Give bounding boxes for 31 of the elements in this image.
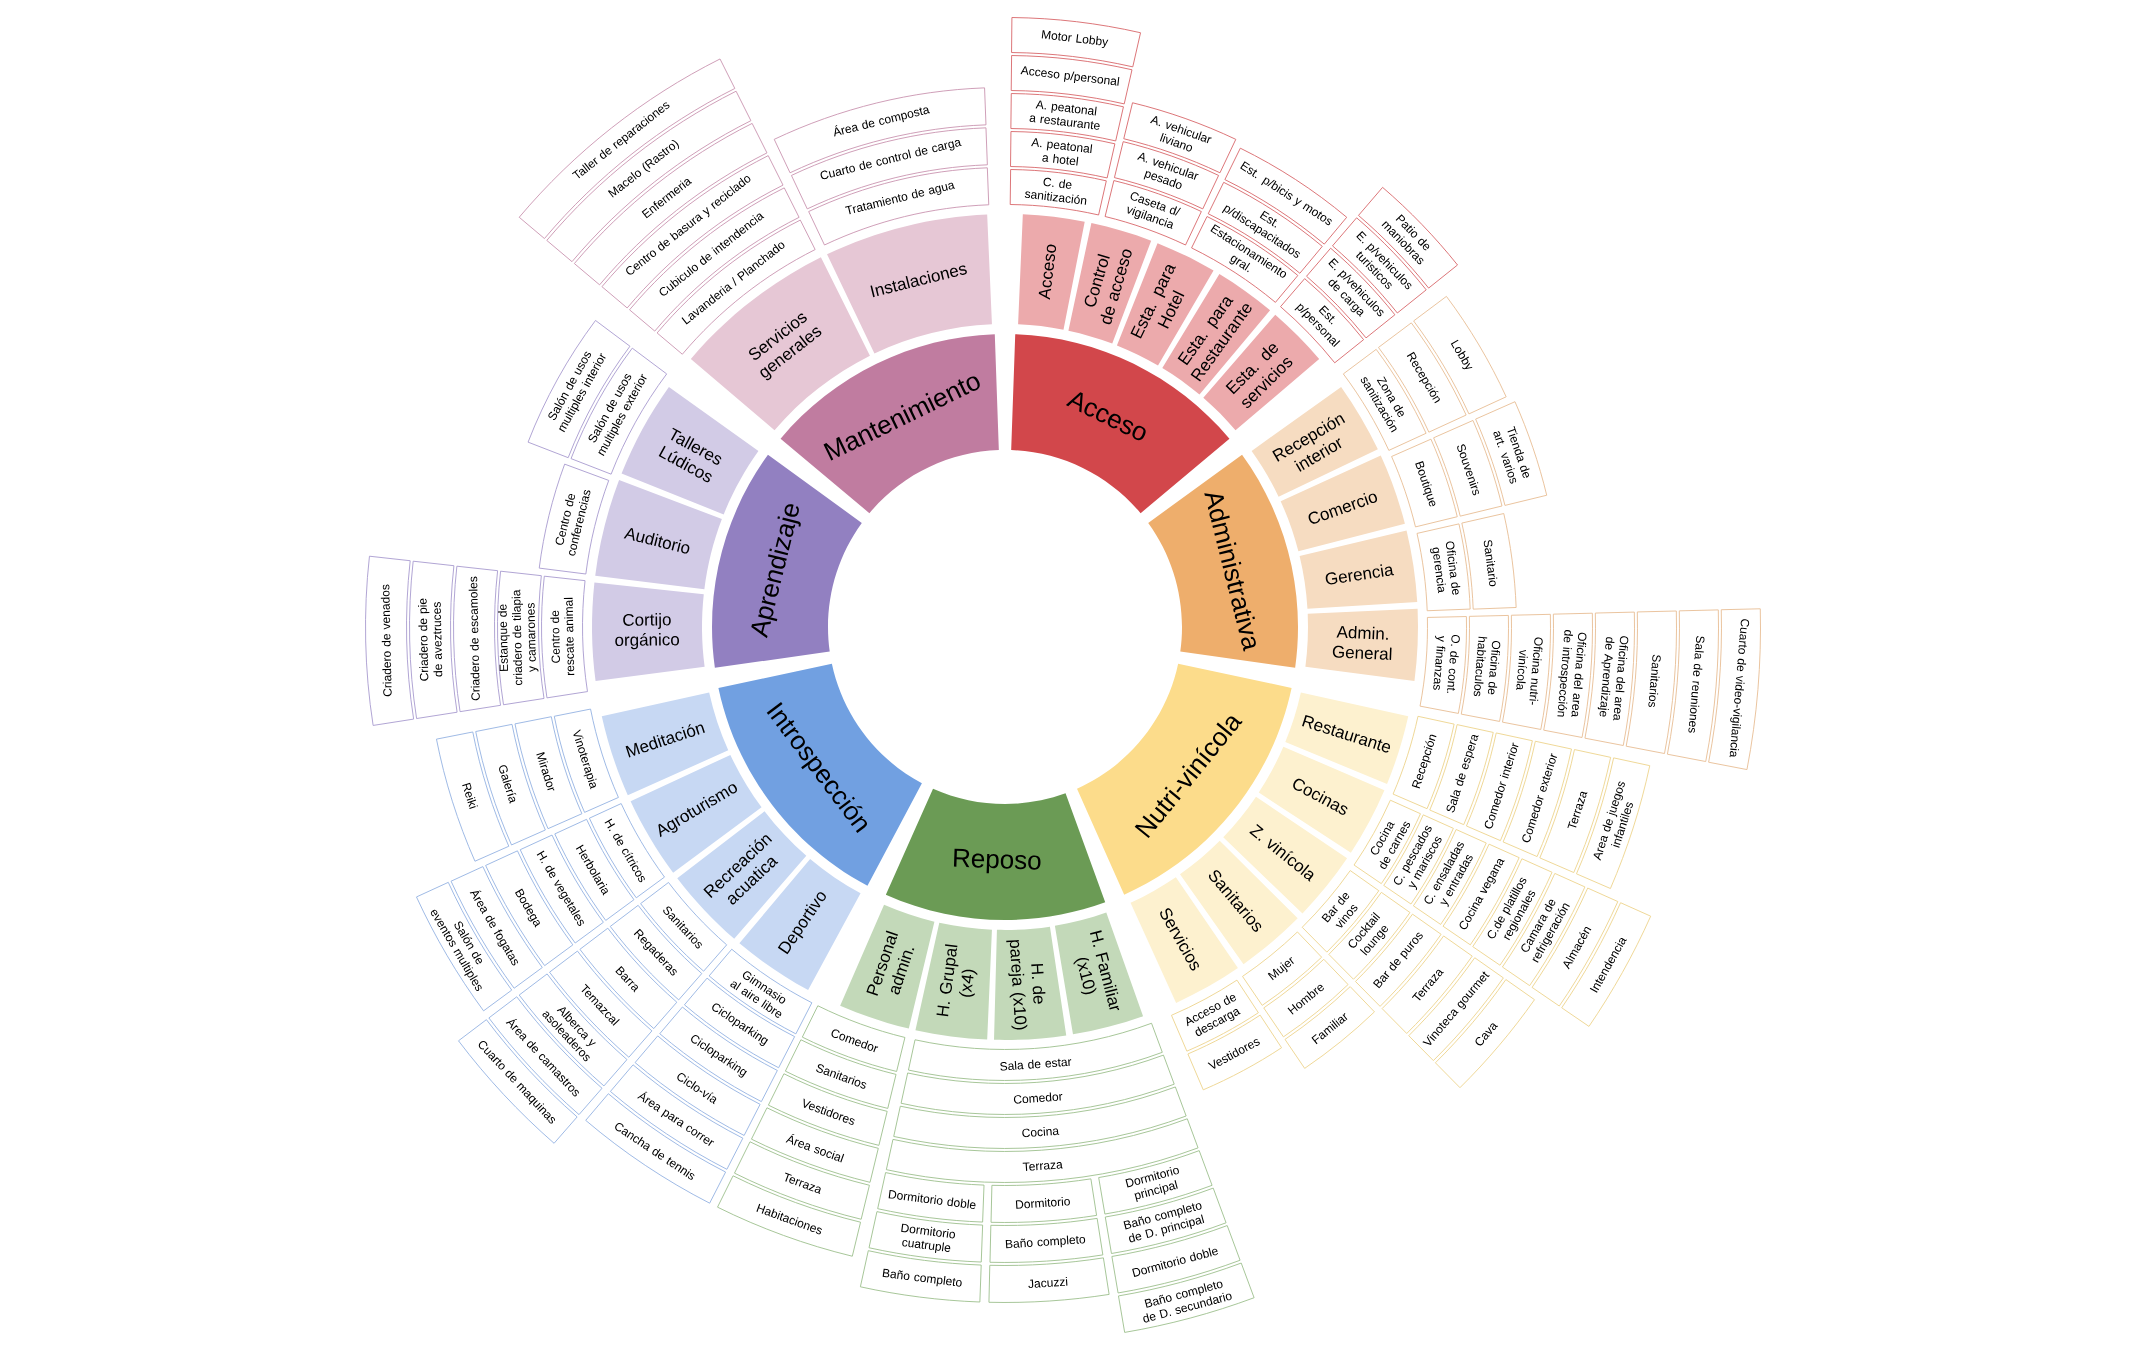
space-cell: Dormitorio doble — [877, 1172, 985, 1223]
space-cell: Estanque de criadero de tilapia y camarones — [497, 570, 545, 706]
space-cell: Oficina del area de introspección — [1543, 612, 1593, 738]
space-cell: O. de cont. y finanzas — [1419, 616, 1467, 714]
space-cell: Cuarto de video-vigilancia — [1708, 608, 1761, 771]
space-cell: Baño completo — [989, 1217, 1104, 1263]
node-label: Auditorio — [623, 527, 690, 554]
subcategory-segment: Acceso — [1018, 214, 1085, 330]
space-cell: Criadero de pie de aveztruces — [409, 560, 458, 719]
category-segment: Reposo — [885, 788, 1106, 920]
subcategory-segment: Gerencia — [1299, 530, 1418, 609]
space-cell: C. de sanitización — [1009, 169, 1107, 216]
space-cell: Centro de rescate animal — [541, 575, 588, 699]
subcategory-segment: H. Familiar (x10) — [1054, 912, 1144, 1035]
space-cell: Oficina nutri-vinícola — [1502, 613, 1551, 730]
node-label: Gerencia — [1325, 564, 1395, 585]
subcategory-segment: H. Grupal (x4) — [915, 922, 992, 1040]
subcategory-segment: H. de pareja (x10) — [994, 926, 1067, 1040]
space-cell: Oficina de habitaculos — [1460, 614, 1509, 722]
space-cell: Oficina de gerencia — [1416, 523, 1471, 612]
subcategory-segment: Cortijo orgánico — [592, 582, 705, 682]
subcategory-segment: Admin. General — [1305, 608, 1418, 682]
node-label: H. Familiar (x10) — [1073, 930, 1120, 1011]
space-cell: Jacuzzi — [988, 1257, 1110, 1303]
space-cell: Dormitorio — [990, 1178, 1098, 1223]
node-label: H. Grupal (x4) — [936, 944, 978, 1017]
space-cell: Criadero de venados — [365, 555, 415, 726]
space-cell: Dormitorio cuatruple — [868, 1211, 984, 1263]
space-cell: Sala de reuniones — [1666, 609, 1719, 762]
node-label: Acceso — [1038, 244, 1057, 300]
space-cell: Sanitario — [1461, 513, 1517, 610]
